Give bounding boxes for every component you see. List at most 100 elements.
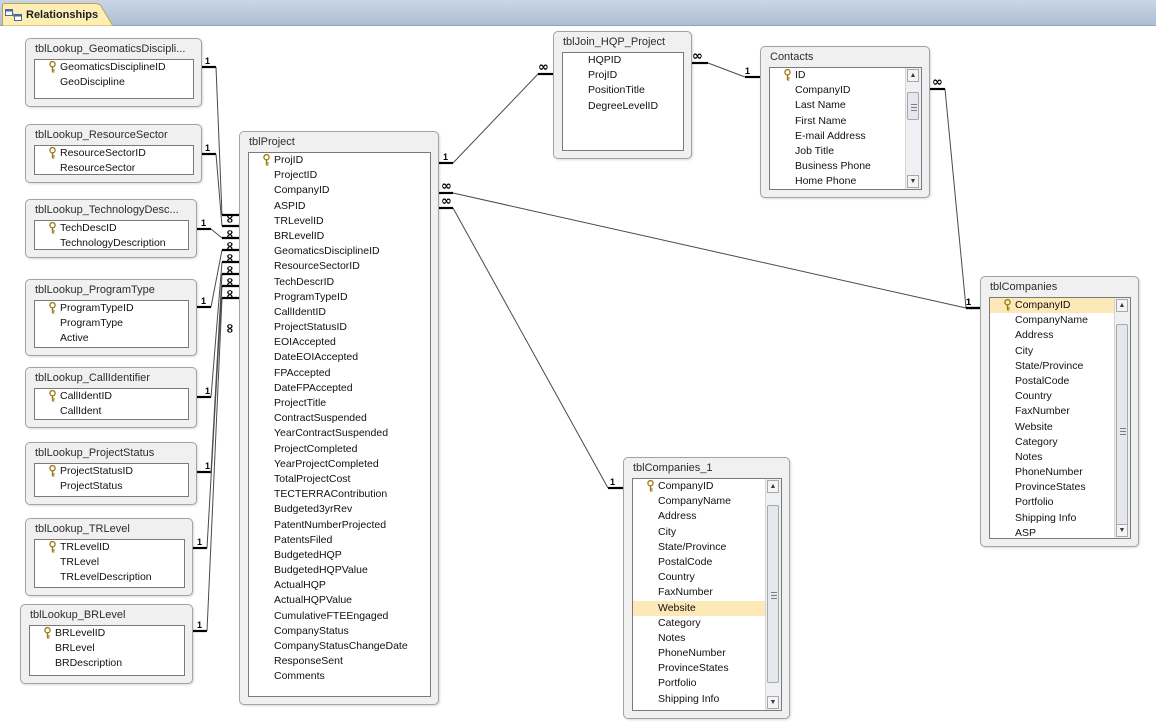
field-row[interactable]: ProjID [563,68,683,83]
table-title[interactable]: tblJoin_HQP_Project [563,36,666,48]
field-row[interactable]: TechnologyDescription [35,236,188,249]
field-row[interactable]: CompanyID [990,298,1114,314]
field-row[interactable]: ProjID [249,153,430,168]
field-row[interactable]: Last Name [770,98,905,113]
field-row[interactable]: PatentNumberProjected [249,518,430,533]
field-row[interactable]: E-mail Address [770,129,905,144]
field-row[interactable]: ContractSuspended [249,411,430,426]
field-row[interactable]: GeoDiscipline [35,75,193,90]
field-row[interactable]: TRLevel [35,555,184,570]
table-title[interactable]: tblLookup_ProgramType [35,284,155,296]
table-title[interactable]: tblLookup_ResourceSector [35,129,168,141]
field-row[interactable]: CompanyID [633,479,765,494]
relationships-tab[interactable]: Relationships [2,3,114,26]
field-row[interactable]: CallIdentID [249,305,430,320]
field-row[interactable]: ProgramType [35,316,188,331]
table-card[interactable]: tblLookup_ResourceSector ResourceSectorI… [25,124,202,183]
field-row[interactable]: TRLevelID [249,214,430,229]
field-row[interactable]: BRLevel [30,641,184,656]
field-row[interactable]: CompanyName [633,494,765,509]
field-row[interactable]: TechDescrID [249,275,430,290]
field-row[interactable]: ASP [990,526,1114,538]
field-row[interactable]: ProgramTypeID [35,301,188,316]
field-row[interactable]: CompanyName [990,313,1114,328]
scroll-up-arrow-icon[interactable]: ▲ [1116,299,1128,312]
vertical-scrollbar[interactable]: ▲▼ [765,479,781,710]
field-row[interactable]: HQPID [563,53,683,68]
field-row[interactable]: Address [633,509,765,524]
field-row[interactable]: ResponseSent [249,654,430,669]
field-row[interactable]: PostalCode [633,555,765,570]
scroll-thumb[interactable] [1116,324,1128,536]
field-row[interactable]: TECTERRAContribution [249,487,430,502]
field-row[interactable]: BudgetedHQPValue [249,563,430,578]
field-row[interactable]: State/Province [990,359,1114,374]
field-row[interactable]: ID [770,68,905,83]
table-card[interactable]: tblLookup_GeomaticsDiscipli... Geomatics… [25,38,202,107]
field-row[interactable]: ProvinceStates [990,480,1114,495]
table-title[interactable]: tblLookup_ProjectStatus [35,447,155,459]
scroll-thumb[interactable] [767,505,779,683]
field-row[interactable]: TechDescID [35,221,188,236]
field-row[interactable]: YearProjectCompleted [249,457,430,472]
field-row[interactable]: City [633,525,765,540]
table-title[interactable]: tblLookup_TechnologyDesc... [35,204,179,216]
field-row[interactable]: BRLevelID [249,229,430,244]
field-row[interactable]: FaxNumber [633,585,765,600]
field-row[interactable]: Shipping Info [633,692,765,707]
table-title[interactable]: tblLookup_CallIdentifier [35,372,150,384]
field-row[interactable]: Budgeted3yrRev [249,502,430,517]
field-row[interactable]: Comments [249,669,430,684]
field-row[interactable]: Active [35,331,188,346]
field-row[interactable]: DateFPAccepted [249,381,430,396]
field-row[interactable]: ResourceSectorID [249,259,430,274]
field-row[interactable]: ProgramTypeID [249,290,430,305]
table-title[interactable]: tblLookup_BRLevel [30,609,126,621]
table-title[interactable]: tblProject [249,136,295,148]
scroll-down-arrow-icon[interactable]: ▼ [907,175,919,188]
field-row[interactable]: City [990,344,1114,359]
table-title[interactable]: tblLookup_TRLevel [35,523,130,535]
table-title[interactable]: Contacts [770,51,814,63]
field-row[interactable]: ProjectStatusID [249,320,430,335]
field-row[interactable]: Address [990,328,1114,343]
field-row[interactable]: ResourceSectorID [35,146,193,161]
field-row[interactable]: Country [633,570,765,585]
field-row[interactable]: ActualHQP [249,578,430,593]
field-row[interactable]: CompanyStatus [249,624,430,639]
field-row[interactable]: CallIdent [35,404,188,419]
field-row[interactable]: Job Title [770,144,905,159]
field-row[interactable]: Shipping Info [990,511,1114,526]
field-row[interactable]: Category [990,435,1114,450]
field-row[interactable]: BudgetedHQP [249,548,430,563]
field-row[interactable]: GeomaticsDisciplineID [35,60,193,75]
field-row[interactable]: ProjectID [249,168,430,183]
field-row[interactable]: CumulativeFTEEngaged [249,609,430,624]
field-row[interactable]: First Name [770,114,905,129]
vertical-scrollbar[interactable]: ▲▼ [1114,298,1130,538]
vertical-scrollbar[interactable]: ▲▼ [905,68,921,189]
field-row[interactable]: TotalProjectCost [249,472,430,487]
field-row[interactable]: Portfolio [990,495,1114,510]
table-title[interactable]: tblLookup_GeomaticsDiscipli... [35,43,186,55]
field-row[interactable]: GeomaticsDisciplineID [249,244,430,259]
scroll-up-arrow-icon[interactable]: ▲ [907,69,919,82]
table-title[interactable]: tblCompanies [990,281,1058,293]
